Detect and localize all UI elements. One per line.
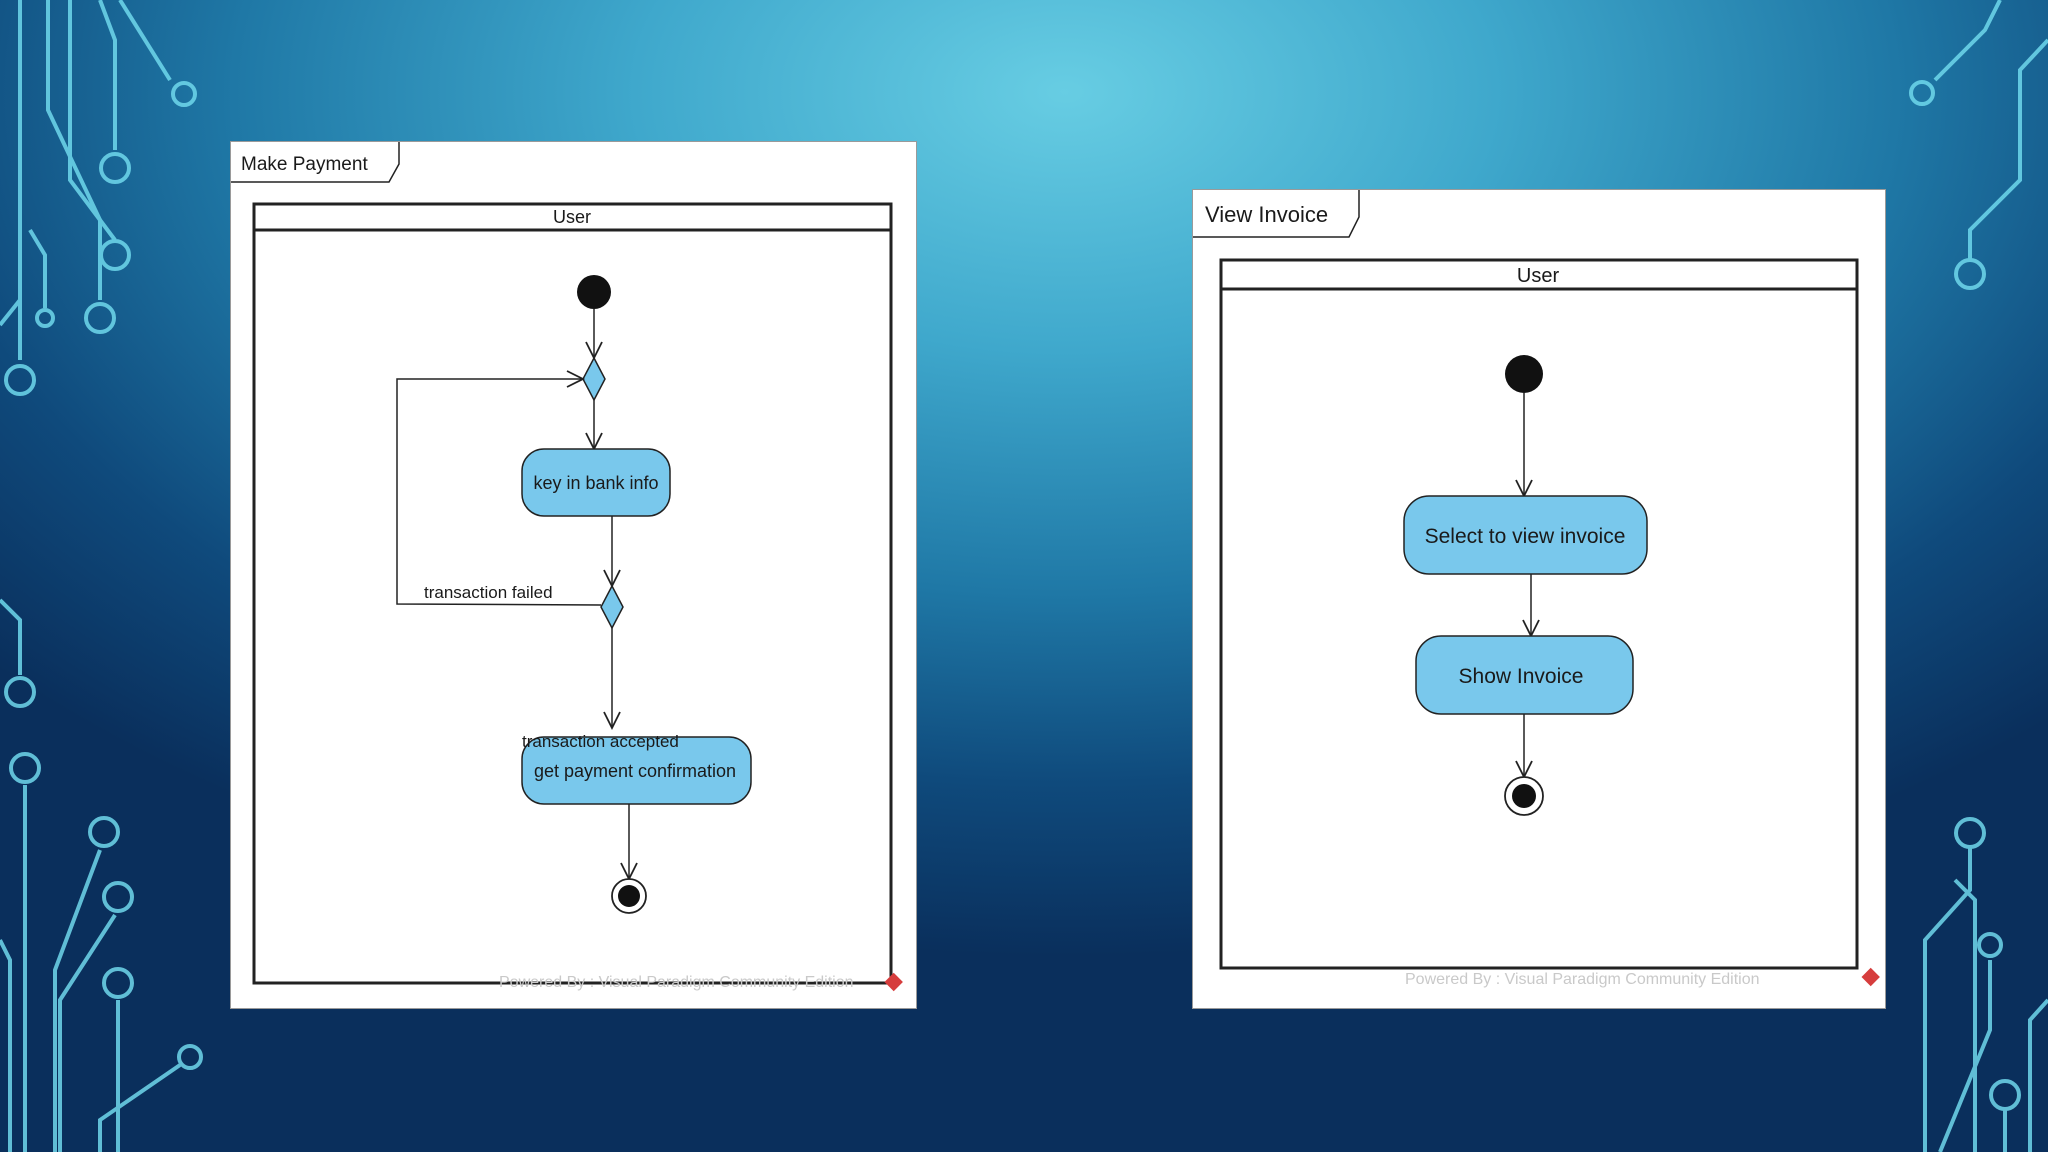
merge-node (582, 356, 606, 402)
activity-key-in-bank-info (521, 448, 671, 517)
initial-node (577, 275, 611, 309)
frame-title: View Invoice (1205, 202, 1328, 227)
activity-select-to-view-invoice (1403, 495, 1648, 575)
guard-transaction-failed: transaction failed (424, 583, 553, 602)
initial-node (1505, 355, 1543, 393)
swimlane (1219, 258, 1859, 970)
swimlane-label: User (553, 207, 591, 227)
view-invoice-frame: View Invoice User Select to view invoice… (1192, 189, 1886, 1009)
activity-label: key in bank info (533, 473, 658, 493)
guard-transaction-accepted: transaction accepted (522, 732, 679, 751)
swimlane-label: User (1517, 265, 1560, 287)
make-payment-diagram: Make Payment User key in bank info trans… (231, 142, 903, 992)
view-invoice-diagram: View Invoice User Select to view invoice… (1193, 190, 1880, 988)
make-payment-frame: Make Payment User key in bank info trans… (230, 141, 917, 1009)
frame-title: Make Payment (241, 154, 368, 175)
watermark: Powered By : Visual Paradigm Community E… (1405, 971, 1760, 988)
activity-label: get payment confirmation (534, 761, 736, 781)
frame-title-tab (231, 142, 400, 183)
watermark: Powered By : Visual Paradigm Community E… (499, 974, 854, 991)
swimlane (252, 202, 893, 985)
activity-label: Show Invoice (1459, 665, 1584, 688)
watermark-logo-icon (884, 972, 903, 992)
decision-node (600, 584, 624, 630)
watermark-logo-icon (1861, 967, 1880, 987)
activity-label: Select to view invoice (1425, 525, 1626, 548)
frame-title-tab (1193, 190, 1360, 238)
activity-get-payment-confirmation (521, 736, 752, 805)
